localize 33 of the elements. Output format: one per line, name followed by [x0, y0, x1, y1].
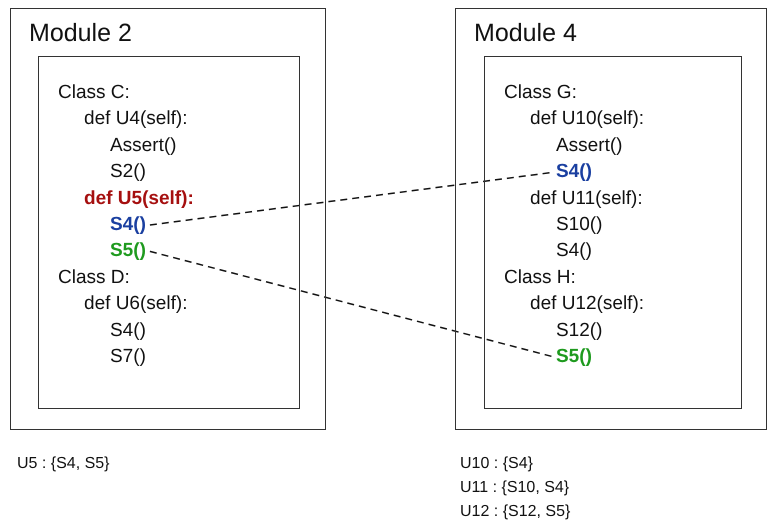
- code-line: S4(): [110, 318, 146, 343]
- highlighted-code-line: S5(): [556, 345, 592, 369]
- code-line: Class G:: [504, 81, 577, 105]
- dependency-line: [150, 250, 554, 358]
- code-line: S2(): [110, 160, 146, 184]
- code-line: def U4(self):: [84, 107, 188, 132]
- module-box: [10, 8, 326, 430]
- code-line: S10(): [556, 213, 602, 237]
- code-line: S7(): [110, 345, 146, 369]
- code-line: def U6(self):: [84, 292, 188, 316]
- highlighted-code-line: S5(): [110, 239, 146, 264]
- code-line: S12(): [556, 318, 602, 343]
- call-set-note: U12 : {S12, S5}: [460, 503, 570, 521]
- code-line: def U11(self):: [530, 186, 643, 211]
- call-set-note: U5 : {S4, S5}: [17, 455, 110, 473]
- call-set-note: U10 : {S4}: [460, 455, 533, 473]
- class-panel: [38, 56, 300, 409]
- class-panel: [484, 56, 742, 409]
- code-line: def U12(self):: [530, 292, 644, 316]
- module-box: [455, 8, 767, 430]
- module-title: Module 4: [474, 19, 577, 48]
- highlighted-code-line: S4(): [556, 160, 592, 184]
- code-line: Assert(): [110, 134, 176, 158]
- module-title: Module 2: [29, 19, 132, 48]
- code-line: Class C:: [58, 81, 130, 105]
- highlighted-code-line: def U5(self):: [84, 186, 194, 211]
- code-line: S4(): [556, 239, 592, 264]
- highlighted-code-line: S4(): [110, 213, 146, 237]
- code-line: def U10(self):: [530, 107, 644, 132]
- code-line: Assert(): [556, 134, 622, 158]
- code-line: Class H:: [504, 266, 576, 290]
- call-set-note: U11 : {S10, S4}: [460, 479, 570, 497]
- code-line: Class D:: [58, 266, 130, 290]
